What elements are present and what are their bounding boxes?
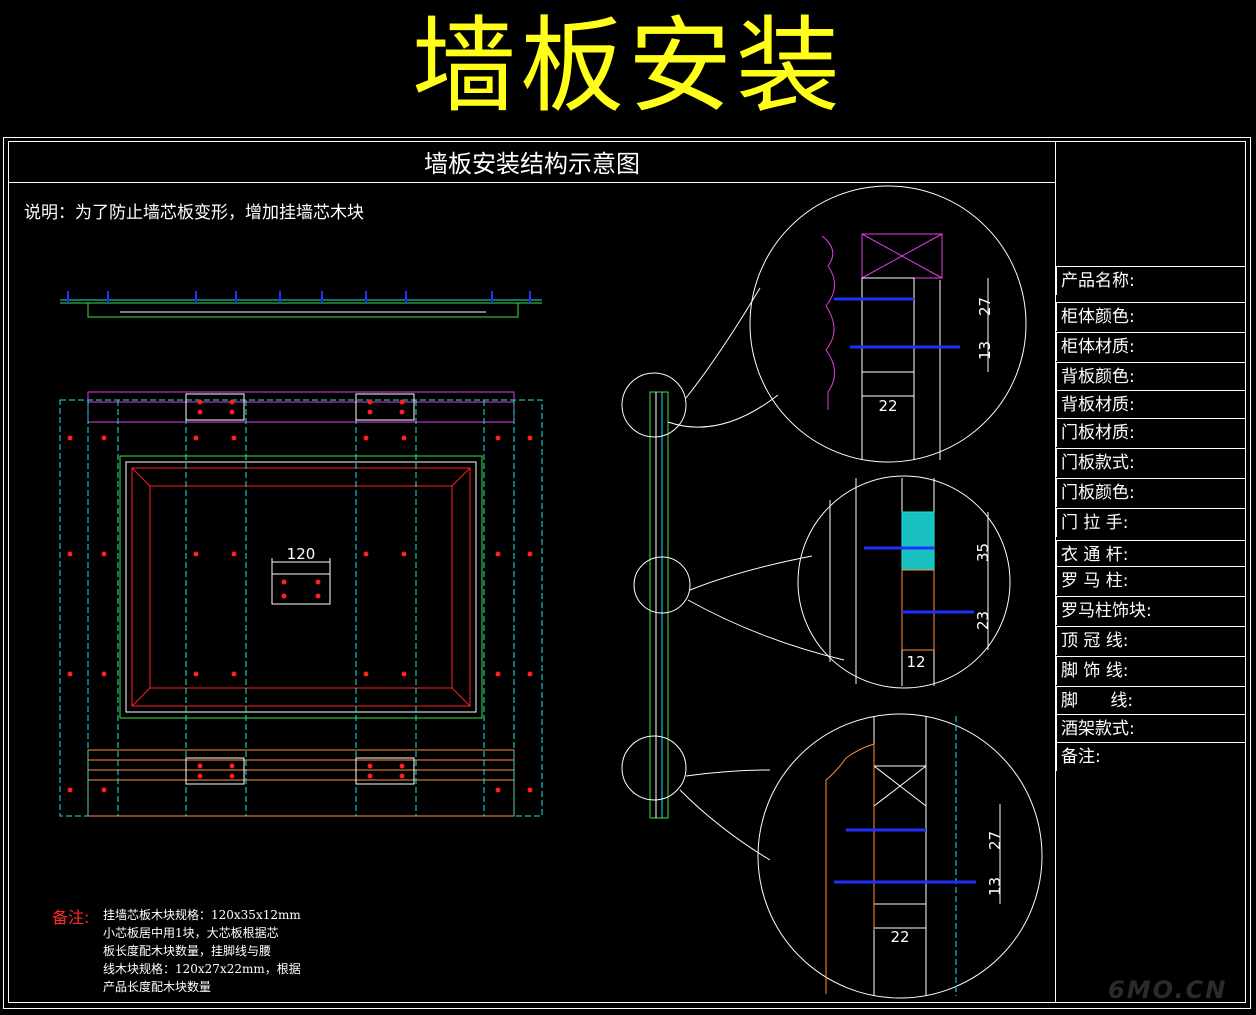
property-remarks: 备注: xyxy=(1056,742,1246,771)
property-door-handle: 门 拉 手: xyxy=(1056,508,1246,537)
property-roman-column: 罗 马 柱: xyxy=(1056,566,1246,595)
detail-middle: 12 35 23 xyxy=(797,475,1011,689)
property-foot-trim: 脚 饰 线: xyxy=(1056,656,1246,685)
property-cabinet-material: 柜体材质: xyxy=(1056,332,1246,361)
description-text: 说明：为了防止墙芯板变形，增加挂墙芯木块 xyxy=(24,203,364,223)
center-dimension: 120 xyxy=(287,545,316,563)
side-panel-divider xyxy=(1055,141,1056,1003)
property-wine-rack: 酒架款式: xyxy=(1056,714,1246,743)
note-line-3: 板长度配木块数量，挂脚线与腰 xyxy=(103,944,272,958)
detail-bottom: 22 27 13 xyxy=(757,713,1043,999)
property-cabinet-color: 柜体颜色: xyxy=(1056,302,1246,331)
note-line-4: 线木块规格：120x27x22mm，根据 xyxy=(103,962,301,976)
property-product-name: 产品名称: xyxy=(1056,266,1246,295)
detail-top-dim-b: 13 xyxy=(976,341,994,360)
note-line-5: 产品长度配木块数量 xyxy=(103,980,212,994)
top-plan-view xyxy=(60,291,542,318)
title-divider xyxy=(8,182,1056,183)
property-door-color: 门板颜色: xyxy=(1056,478,1246,507)
notes-label: 备注: xyxy=(52,908,90,927)
note-line-2: 小芯板居中用1块，大芯板根据芯 xyxy=(103,926,279,940)
note-line-1: 挂墙芯板木块规格：120x35x12mm xyxy=(103,908,301,922)
side-section xyxy=(621,287,845,861)
property-door-material: 门板材质: xyxy=(1056,418,1246,447)
detail-middle-dim-a: 35 xyxy=(974,543,992,562)
main-title: 墙板安装 xyxy=(411,5,844,127)
property-clothes-rod: 衣 通 杆: xyxy=(1056,540,1246,569)
detail-top-dim-a: 27 xyxy=(976,297,994,316)
front-elevation: 120 xyxy=(59,391,543,817)
detail-top-width: 22 xyxy=(878,397,897,415)
drawing-frame-inner xyxy=(8,141,1246,1003)
property-door-style: 门板款式: xyxy=(1056,448,1246,477)
detail-bottom-width: 22 xyxy=(890,928,909,946)
watermark: 6MO.CN xyxy=(1108,976,1228,1004)
property-backboard-color: 背板颜色: xyxy=(1056,362,1246,391)
detail-middle-dim-b: 23 xyxy=(974,611,992,630)
detail-top: 22 27 13 xyxy=(749,185,1027,463)
property-crown-molding: 顶 冠 线: xyxy=(1056,626,1246,655)
drawing-frame-outer xyxy=(3,137,1251,1009)
property-backboard-material: 背板材质: xyxy=(1056,390,1246,419)
detail-middle-width: 12 xyxy=(906,653,925,671)
detail-bottom-dim-b: 13 xyxy=(986,877,1004,896)
property-column-block: 罗马柱饰块: xyxy=(1056,596,1246,625)
property-baseboard: 脚 线: xyxy=(1056,686,1246,715)
drawing-title: 墙板安装结构示意图 xyxy=(424,150,640,178)
detail-bottom-dim-a: 27 xyxy=(986,831,1004,850)
